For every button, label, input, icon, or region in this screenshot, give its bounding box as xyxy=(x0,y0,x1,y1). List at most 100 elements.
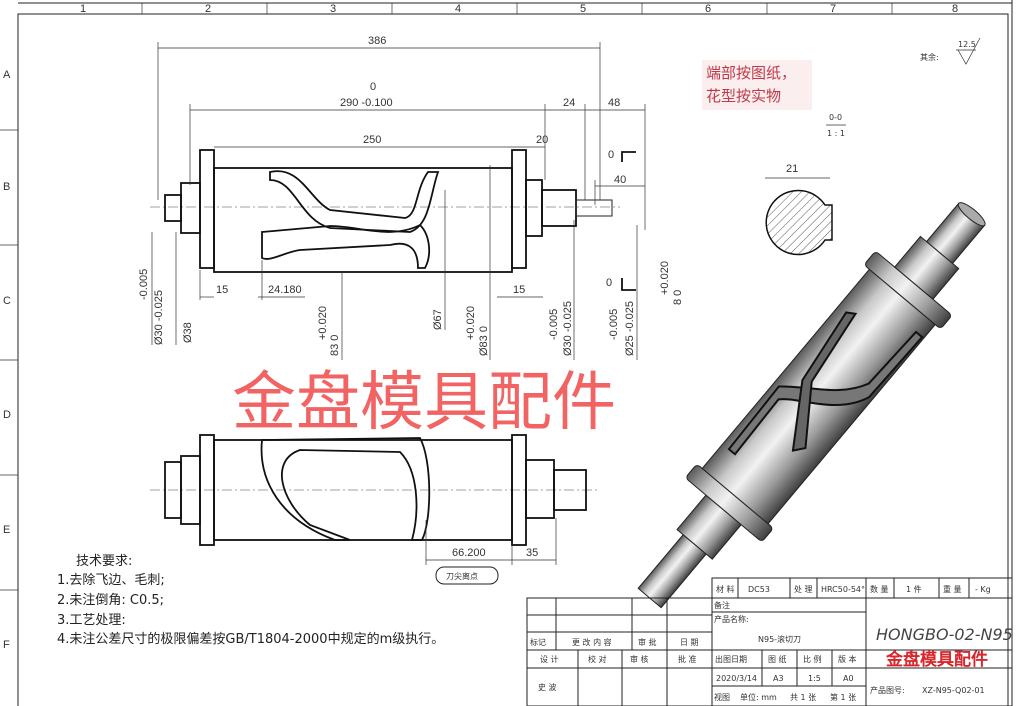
dim-key-8: 8 0 xyxy=(672,290,684,305)
remark-label: 备注 xyxy=(714,600,730,610)
mark-label: 标记 xyxy=(530,637,546,647)
section-view: 0 0 0-0 1 : 1 xyxy=(606,113,846,291)
dim-dia25: Ø25 -0.025 xyxy=(624,301,636,356)
review-label: 审 批 xyxy=(638,637,657,647)
section-marker-bottom: 0 xyxy=(606,277,612,289)
drawing-code: HONGBO-02-N95 xyxy=(876,625,1013,644)
row-label: D xyxy=(3,409,11,421)
weight-value: - Kg xyxy=(975,585,991,594)
dim-dia67: Ø67 xyxy=(432,309,444,330)
quantity-label: 数 量 xyxy=(870,584,889,594)
watermark: 金盘模具配件 xyxy=(232,366,616,440)
page-number: 第 1 张 xyxy=(830,692,856,702)
note-item: 1.去除飞边、毛刺; xyxy=(57,573,165,588)
annotation-line-2: 花型按实物 xyxy=(706,87,781,105)
note-item: 3.工艺处理: xyxy=(57,613,126,628)
dim-15-left: 15 xyxy=(216,284,228,296)
dim-48: 48 xyxy=(608,97,620,109)
shaft-3d-render xyxy=(637,202,986,609)
weight-label: 重 量 xyxy=(943,584,962,594)
company-name: 金盘模具配件 xyxy=(885,649,988,670)
dimensions: 386 0 290 -0.100 24 48 250 20 40 15 24.1… xyxy=(138,35,830,585)
treatment-label: 处 理 xyxy=(794,584,813,594)
sheet-label: 图 纸 xyxy=(768,654,787,664)
dim-20: 20 xyxy=(536,134,548,146)
treatment-value: HRC50-54° xyxy=(821,585,865,594)
row-label: F xyxy=(3,639,10,651)
dim-body-length: 290 -0.100 xyxy=(340,97,393,109)
row-label: A xyxy=(3,69,11,81)
dim-15-right: 15 xyxy=(513,284,525,296)
blade-point-label: 刀尖离点 xyxy=(446,571,478,581)
surface-finish-value: 12.5 xyxy=(958,40,976,49)
material-value: DC53 xyxy=(748,585,770,594)
column-label: 5 xyxy=(580,3,586,15)
dim-66-200: 66.200 xyxy=(452,547,486,559)
dim-24-180: 24.180 xyxy=(268,284,302,296)
dim-dia83: Ø83 0 xyxy=(478,326,490,356)
column-label: 7 xyxy=(830,3,836,15)
quantity-value: 1 件 xyxy=(906,584,922,594)
dim-section-width: 21 xyxy=(786,163,798,175)
dim-83-tol: +0.020 xyxy=(317,306,329,340)
total-sheets: 共 1 张 xyxy=(790,693,816,702)
note-item: 4.未注公差尺寸的极限偏差按GB/T1804-2000中规定的m级执行。 xyxy=(57,631,444,647)
column-label: 2 xyxy=(205,3,211,15)
column-label: 4 xyxy=(455,3,461,15)
dim-250: 250 xyxy=(363,134,381,146)
shaft-top-view xyxy=(150,434,600,546)
change-content-label: 更 改 内 容 xyxy=(572,637,612,647)
dim-overall-length: 386 xyxy=(368,35,386,47)
column-label: 6 xyxy=(705,3,711,15)
dim-83: 83 0 xyxy=(329,335,341,356)
annotation-line-1: 端部按图纸， xyxy=(706,64,796,82)
dim-dia25-tol: -0.005 xyxy=(608,309,620,340)
product-name: N95-滚切刀 xyxy=(758,634,801,644)
title-block: 材 料 DC53 处 理 HRC50-54° 数 量 1 件 重 量 - Kg … xyxy=(526,577,1013,706)
dim-dia38: Ø38 xyxy=(182,322,194,343)
notes-title: 技术要求: xyxy=(76,554,132,569)
column-label: 8 xyxy=(952,3,958,15)
sheet-size: A3 xyxy=(773,674,784,683)
section-scale: 1 : 1 xyxy=(827,129,845,138)
dim-tolerance-upper: 0 xyxy=(370,81,376,93)
dim-dia30-left-tol: -0.005 xyxy=(138,269,150,300)
issue-date: 2020/3/14 xyxy=(716,674,757,683)
row-label: E xyxy=(3,524,10,536)
dim-dia30-right: Ø30 -0.025 xyxy=(562,301,574,356)
dim-40: 40 xyxy=(614,174,626,186)
surface-finish-label: 其余: xyxy=(920,52,939,62)
dim-dia30-left: Ø30 -0.025 xyxy=(153,290,165,345)
check-label: 校 对 xyxy=(588,654,607,664)
drawing-number: XZ-N95-Q02-01 xyxy=(922,686,985,695)
issue-date-label: 出图日期 xyxy=(715,654,747,664)
note-item: 2.未注倒角: C0.5; xyxy=(57,593,164,608)
version-value: A0 xyxy=(843,674,854,683)
version-label: 版 本 xyxy=(838,654,857,664)
scale-value: 1:5 xyxy=(808,674,821,683)
dim-24: 24 xyxy=(563,97,575,109)
product-name-label: 产品名称: xyxy=(714,614,749,624)
row-label: C xyxy=(3,295,11,307)
row-label: B xyxy=(3,181,10,193)
section-title: 0-0 xyxy=(829,113,842,122)
design-label: 设 计 xyxy=(540,654,559,664)
drawing-number-label: 产品图号: xyxy=(870,685,905,695)
shaft-front-view xyxy=(150,149,620,273)
dim-dia30-right-tol: -0.005 xyxy=(548,309,560,340)
dim-35: 35 xyxy=(526,547,538,559)
designer-name: 史 波 xyxy=(538,682,557,692)
section-marker-top: 0 xyxy=(608,149,614,161)
date-label: 日 期 xyxy=(680,638,699,647)
unit-label: 单位: mm xyxy=(740,692,777,702)
column-label: 3 xyxy=(330,3,336,15)
dim-key-8-tol: +0.020 xyxy=(659,261,671,295)
projection-label: 视图 xyxy=(714,692,730,702)
dim-dia83-tol: +0.020 xyxy=(465,306,477,340)
material-label: 材 料 xyxy=(716,584,735,594)
column-label: 1 xyxy=(80,3,86,15)
surface-finish: 其余: 12.5 xyxy=(920,37,981,65)
scale-label: 比 例 xyxy=(803,654,822,664)
